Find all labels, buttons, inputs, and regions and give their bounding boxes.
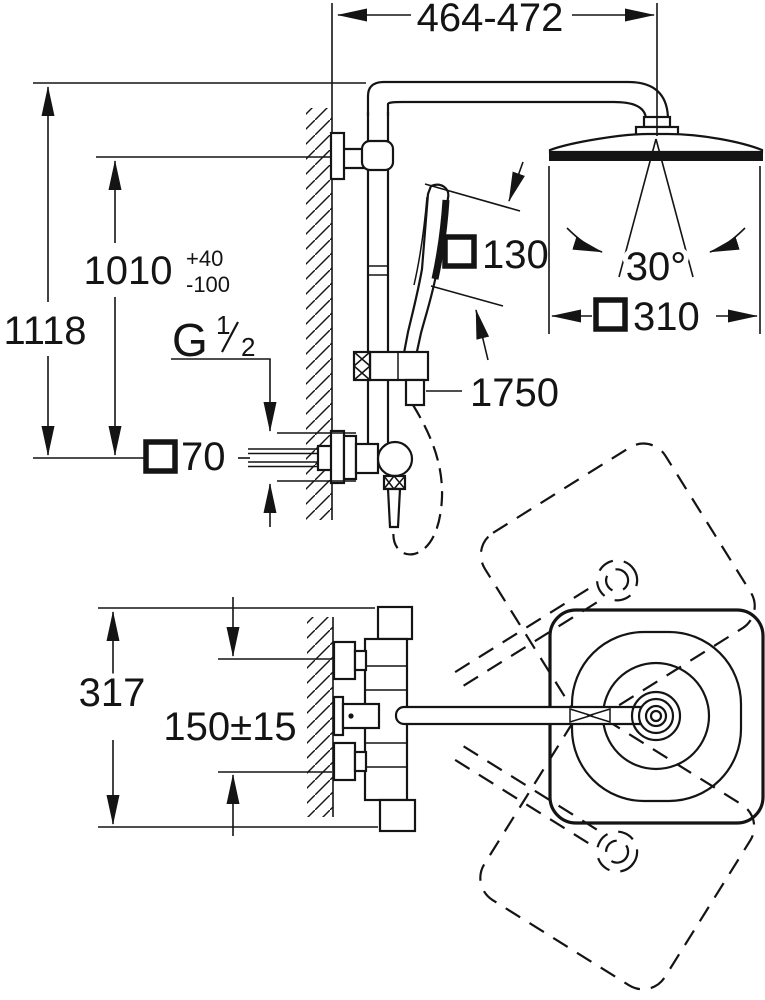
- dim-head-size: 310: [548, 166, 761, 339]
- slider-grip-knurling: [353, 351, 371, 381]
- valve-knob: [376, 440, 414, 478]
- dim-supply-spacing: 150±15: [158, 597, 332, 836]
- fraction-slash: [221, 321, 239, 353]
- head-shower-plan: [394, 608, 765, 825]
- head-shower-body: [548, 132, 764, 154]
- hose-outlet: [386, 487, 402, 529]
- thread-label-denominator: 2: [241, 332, 255, 362]
- hose-union-knurl: [382, 474, 407, 491]
- swivel-hub: [596, 830, 639, 873]
- valve-body: [354, 442, 380, 475]
- dim-thread: G 1 2: [171, 310, 277, 432]
- wall-plan: [307, 617, 334, 817]
- swivel-hub-inner: [605, 839, 630, 864]
- rail-stub-bottom: [378, 798, 417, 833]
- thread-label-numerator: 1: [216, 310, 230, 340]
- outlet-fitting-plate: [332, 695, 345, 737]
- head-swivel-position-right: [454, 714, 756, 991]
- swivel-head-outline: [479, 714, 756, 991]
- slider-grip: [352, 350, 372, 382]
- slider-body: [368, 350, 430, 382]
- swivel-hub-inner: [605, 568, 630, 593]
- supply-fitting-bottom-step: [353, 750, 368, 773]
- swivel-arm-edge: [454, 758, 595, 848]
- dim-top-width: 464-472: [337, 0, 658, 136]
- thread-label-letter: G: [172, 314, 208, 366]
- hand-shower-spray-edge: [431, 199, 450, 280]
- angle-leg-left: [618, 138, 657, 278]
- hub-ring-outer: [630, 690, 682, 742]
- angle-leg-right: [655, 138, 694, 278]
- hose-union-knurl-x: [383, 475, 406, 490]
- valve-escutcheon-outer: [329, 429, 346, 485]
- hand-shower-holder: [404, 378, 426, 407]
- wall-hatching: [307, 617, 333, 817]
- swivel-head-outline: [479, 442, 756, 719]
- dim-label-plan-overall: 317: [79, 671, 146, 715]
- dim-label-head-size: 310: [633, 295, 700, 339]
- dim-label-angle: 30°: [626, 245, 687, 289]
- swivel-hub: [596, 559, 639, 602]
- wall-front: [306, 3, 333, 520]
- dim-label-handshower: 130: [482, 233, 549, 277]
- angle-arrow-right: [709, 227, 746, 253]
- supply-fitting-top-step: [353, 649, 368, 672]
- shower-pipe-assembly: [329, 80, 670, 443]
- swivel-arm-edge: [463, 597, 604, 687]
- thermostat-valve-plan: [332, 605, 417, 833]
- supply-fitting-top: [332, 640, 357, 681]
- dim-outlet-height: 1010 +40 -100: [79, 156, 331, 456]
- hand-shower-contour: [413, 196, 428, 286]
- square-symbol-icon: [442, 234, 477, 269]
- bracket-collar: [360, 139, 395, 172]
- arm-wall-socket: [341, 702, 381, 730]
- head-swivel-position-left: [454, 442, 756, 719]
- dim-wall-union: 70: [33, 432, 356, 527]
- wall-bracket-plate: [329, 131, 346, 181]
- swivel-arm-edge: [463, 745, 604, 835]
- thermostat-valve-front: [248, 429, 414, 529]
- front-view: [248, 3, 764, 556]
- socket-screw: [348, 713, 354, 719]
- hand-shower: [402, 183, 450, 358]
- dim-label-tol-minus: -100: [186, 272, 230, 297]
- dim-label-total-height: 1118: [3, 309, 86, 353]
- swivel-arm-edge: [454, 584, 595, 674]
- shower-arm-plan: [394, 705, 660, 726]
- shower-arm-outer: [366, 80, 670, 121]
- angle-arrow-left: [566, 227, 603, 253]
- supply-fitting-bottom: [332, 741, 357, 782]
- shower-hose: [392, 404, 444, 556]
- dim-label-hose-length: 1750: [470, 371, 559, 415]
- valve-escutcheon-inner: [342, 434, 358, 481]
- square-symbol-icon: [593, 297, 628, 332]
- dim-label-supply-spacing: 150±15: [163, 705, 296, 749]
- dim-arrow: [475, 309, 490, 361]
- dim-handshower: 130: [424, 161, 549, 361]
- thread-leader-arrow: [171, 358, 277, 432]
- dim-spray-angle: 30°: [566, 138, 746, 294]
- rail-stub-top: [376, 605, 414, 641]
- arm-swivel-joint: [569, 707, 611, 724]
- dim-label-wall-union: 70: [181, 435, 226, 479]
- dimensions: 464-472 1118 1010 +40 -100 70: [0, 0, 761, 836]
- dim-arrow: [508, 161, 525, 202]
- dim-hose-length: 1750: [426, 371, 559, 415]
- hub-center: [649, 709, 663, 723]
- dim-plan-overall: 317: [74, 607, 378, 828]
- extension-line: [430, 285, 504, 307]
- plan-view: [307, 442, 765, 991]
- extension-line: [424, 183, 521, 212]
- rail-slider: [352, 350, 430, 407]
- dim-label-tol-plus: +40: [186, 246, 223, 271]
- dim-total-height: 1118: [0, 82, 366, 456]
- shower-arm-inner: [386, 100, 648, 121]
- square-symbol-icon: [143, 439, 178, 474]
- supply-union-nut: [316, 444, 334, 472]
- head-shower-spray-face: [549, 152, 763, 161]
- dim-label-top-width: 464-472: [417, 0, 564, 40]
- dim-label-outlet-height: 1010: [84, 249, 173, 293]
